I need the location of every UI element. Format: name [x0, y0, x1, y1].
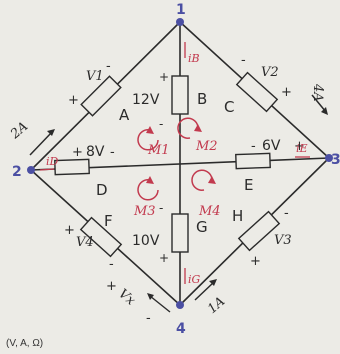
current-ib-label: iB	[188, 52, 200, 65]
mesh-m2-loop	[177, 117, 199, 139]
mesh-arrowheads	[146, 124, 216, 184]
diagonal-elements	[79, 71, 281, 258]
source-arrowheads	[47, 107, 328, 286]
mesh-m3-arrowhead	[146, 176, 154, 184]
mesh-m1-loop	[137, 129, 159, 151]
source-left-plus: +	[72, 145, 83, 160]
element-v3-box	[237, 210, 281, 252]
node-3-dot	[325, 154, 333, 162]
mesh-m4-arrowhead	[208, 176, 216, 184]
node-4-label: 4	[176, 321, 186, 337]
region-c: C	[224, 98, 234, 116]
current-1a-arrowhead	[209, 279, 217, 286]
element-v4-plus: +	[64, 223, 75, 238]
current-4a-label: 4A	[310, 83, 325, 102]
current-2a-label: 2A	[7, 119, 31, 142]
vx-minus: -	[146, 311, 151, 326]
mesh-m1-label: M1	[147, 143, 170, 158]
element-v2-minus: -	[241, 53, 246, 68]
current-ig-label: iG	[188, 273, 201, 286]
source-top-plus: +	[159, 70, 169, 84]
mesh-m2-label: M2	[195, 139, 218, 154]
node-1-label: 1	[176, 2, 186, 18]
mesh-m1-arrowhead	[146, 126, 154, 134]
current-ie-label: iE	[296, 142, 308, 155]
element-v3-minus: -	[284, 206, 289, 221]
region-b: B	[197, 90, 207, 108]
element-v1-plus: +	[68, 93, 79, 108]
mesh-m3-label: M3	[133, 204, 156, 219]
source-right-plus: +	[294, 139, 305, 154]
element-v1-minus: -	[106, 59, 111, 74]
source-top-minus: -	[159, 117, 163, 131]
element-v4-minus: -	[109, 257, 114, 272]
source-left-value: 8V	[86, 144, 105, 160]
element-v2-plus: +	[281, 85, 292, 100]
source-top-box	[171, 75, 189, 115]
element-v1-label: V1	[86, 69, 104, 84]
element-v1-box	[80, 75, 122, 117]
element-v4-label: V4	[76, 235, 94, 250]
node-2-dot	[27, 166, 35, 174]
vx-label: Vx	[115, 286, 138, 309]
current-1a-arrow	[194, 281, 215, 301]
current-4a-arrowhead	[321, 107, 328, 115]
region-e: E	[244, 176, 253, 194]
source-bottom-plus: +	[159, 251, 169, 265]
current-id-arrow	[39, 168, 55, 171]
nodes	[27, 18, 333, 309]
current-id-label: iD	[46, 155, 59, 168]
current-1a-label: 1A	[205, 294, 228, 317]
node-4-dot	[176, 301, 184, 309]
vx-arrow-line	[149, 295, 171, 313]
mesh-m4-label: M4	[198, 204, 221, 219]
source-bottom-minus: -	[159, 201, 163, 215]
source-current-arrows	[29, 94, 327, 301]
source-elements	[54, 75, 271, 253]
node-1-dot	[176, 18, 184, 26]
region-a: A	[119, 106, 130, 124]
region-f: F	[104, 212, 113, 230]
region-labels: A B C D E F G H	[96, 90, 253, 236]
region-d: D	[96, 181, 108, 199]
source-bottom-value: 10V	[132, 233, 160, 249]
source-top-value: 12V	[132, 92, 160, 108]
mesh-m3-loop	[137, 179, 159, 201]
current-4a-arrow	[311, 94, 327, 113]
region-h: H	[232, 207, 243, 225]
source-right-minus: -	[251, 139, 256, 154]
element-v2-label: V2	[261, 65, 279, 80]
node-2-label: 2	[12, 164, 22, 180]
current-2a-arrow	[29, 131, 53, 156]
element-v4-box	[79, 216, 123, 258]
branch-current-arrows	[39, 42, 310, 284]
vx-arrow	[149, 295, 171, 313]
region-g: G	[196, 218, 208, 236]
vx-plus: +	[106, 279, 117, 294]
source-left-minus: -	[110, 145, 115, 160]
mesh-m2-arrowhead	[194, 124, 202, 132]
element-v2-box	[235, 71, 279, 113]
source-left-box	[54, 158, 90, 176]
units-note: (V, A, Ω)	[6, 338, 43, 349]
element-v3-label: V3	[274, 233, 292, 248]
vx-arrowhead	[147, 293, 154, 300]
source-bottom-box	[171, 213, 189, 253]
current-2a-arrowhead	[47, 129, 55, 136]
source-right-value: 6V	[262, 138, 281, 154]
element-v3-plus: +	[250, 254, 261, 269]
source-right-box	[235, 152, 271, 170]
mesh-loops	[137, 117, 213, 201]
mesh-m4-loop	[191, 169, 213, 191]
node-3-label: 3	[331, 152, 340, 168]
